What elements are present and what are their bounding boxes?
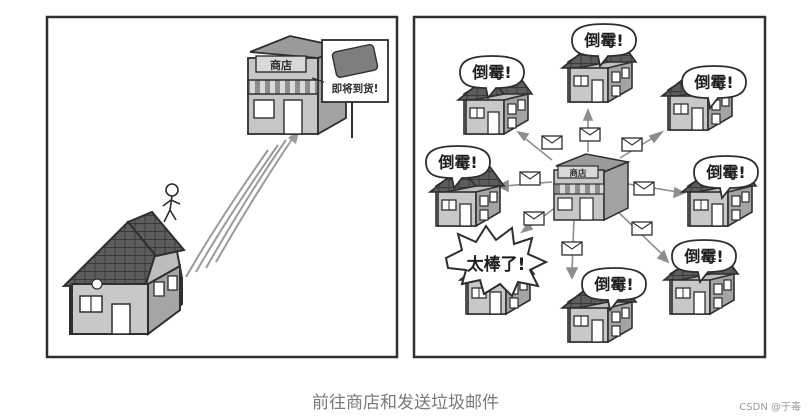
envelope-icon [631, 221, 653, 236]
svg-text:倒霉!: 倒霉! [437, 153, 477, 172]
store-left-label: 商店 [270, 58, 292, 72]
speech-bubble: 倒霉! [681, 65, 747, 109]
speech-bubble: 倒霉! [571, 23, 637, 67]
svg-text:倒霉!: 倒霉! [683, 247, 723, 266]
svg-text:倒霉!: 倒霉! [583, 31, 623, 50]
svg-text:倒霉!: 倒霉! [693, 73, 733, 92]
speech-bubble: 倒霉! [693, 155, 759, 199]
starburst-bubble [444, 224, 549, 298]
speech-bubble: 倒霉! [581, 267, 647, 311]
person-figure [162, 183, 181, 223]
starburst-text: 太棒了! [467, 254, 526, 275]
envelope-icon [633, 181, 655, 196]
home-house [61, 210, 186, 336]
svg-text:倒霉!: 倒霉! [471, 63, 511, 82]
svg-text:倒霉!: 倒霉! [593, 275, 633, 294]
store-right [553, 153, 631, 222]
envelope-icon [541, 135, 563, 150]
delivery-sign [311, 39, 389, 138]
store-right-label: 商店 [569, 168, 587, 179]
svg-text:倒霉!: 倒霉! [705, 163, 745, 182]
speech-bubble: 倒霉! [459, 55, 525, 99]
envelope-icon [523, 211, 545, 226]
phone-icon [331, 43, 379, 79]
journey-path [185, 135, 295, 278]
sign-text: 即将到货! [332, 82, 379, 95]
speech-bubble: 倒霉! [425, 145, 491, 189]
envelope-icon [579, 127, 601, 142]
envelope-icon [621, 137, 643, 152]
envelope-icon [561, 241, 583, 256]
envelope-icon [519, 171, 541, 186]
speech-bubble: 倒霉! [671, 239, 737, 283]
figure-caption: 前往商店和发送垃圾邮件 [312, 393, 499, 413]
watermark: CSDN @于毒 [739, 402, 801, 413]
